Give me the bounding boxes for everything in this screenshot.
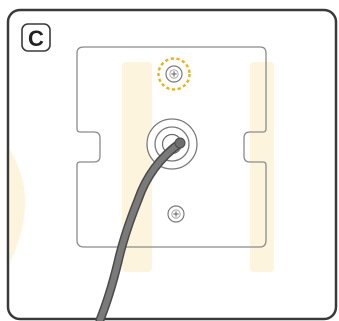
power-cable bbox=[95, 137, 186, 321]
highlight-ring bbox=[157, 57, 191, 91]
step-label-text: C bbox=[28, 26, 44, 51]
mounting-plate bbox=[76, 46, 267, 248]
step-label-badge: C bbox=[21, 23, 51, 52]
top-screw-group bbox=[157, 57, 191, 91]
phillips-screw-icon bbox=[167, 205, 185, 223]
phillips-screw-icon bbox=[165, 65, 183, 83]
